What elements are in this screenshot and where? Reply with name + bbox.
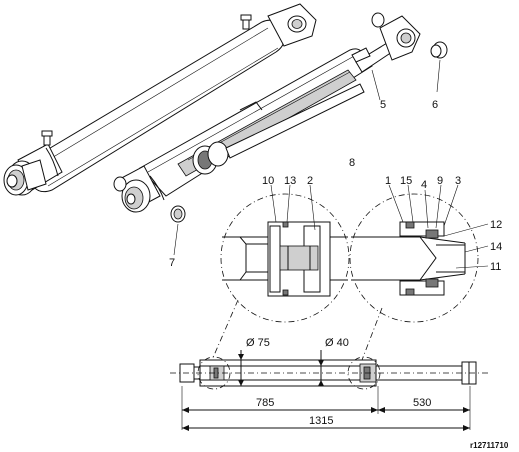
label-2: 2 <box>307 175 313 187</box>
label-11: 11 <box>490 261 501 273</box>
detail-view-gland <box>349 193 479 323</box>
label-5: 5 <box>380 99 386 111</box>
label-14: 14 <box>490 241 502 253</box>
label-15: 15 <box>400 175 412 187</box>
label-1: 1 <box>385 175 391 187</box>
label-3: 3 <box>455 175 461 187</box>
label-4: 4 <box>421 179 427 191</box>
dimension-length-right: 530 <box>413 397 431 409</box>
sectioned-cylinder <box>113 12 448 223</box>
dimension-bore-diameter: Ø 75 <box>246 337 270 349</box>
label-10: 10 <box>262 175 274 187</box>
label-13: 13 <box>284 175 296 187</box>
dimension-length-left: 785 <box>256 397 274 409</box>
dimension-rod-diameter: Ø 40 <box>325 337 349 349</box>
label-12: 12 <box>490 219 502 231</box>
label-8: 8 <box>349 157 355 169</box>
reference-code: r12711710 <box>470 441 509 450</box>
detail-view-piston <box>220 193 350 323</box>
dimension-length-total: 1315 <box>309 415 333 427</box>
label-9: 9 <box>437 175 443 187</box>
side-view-cylinder <box>170 356 490 390</box>
label-7: 7 <box>169 257 175 269</box>
assembled-cylinder <box>3 3 317 196</box>
label-6: 6 <box>432 99 438 111</box>
